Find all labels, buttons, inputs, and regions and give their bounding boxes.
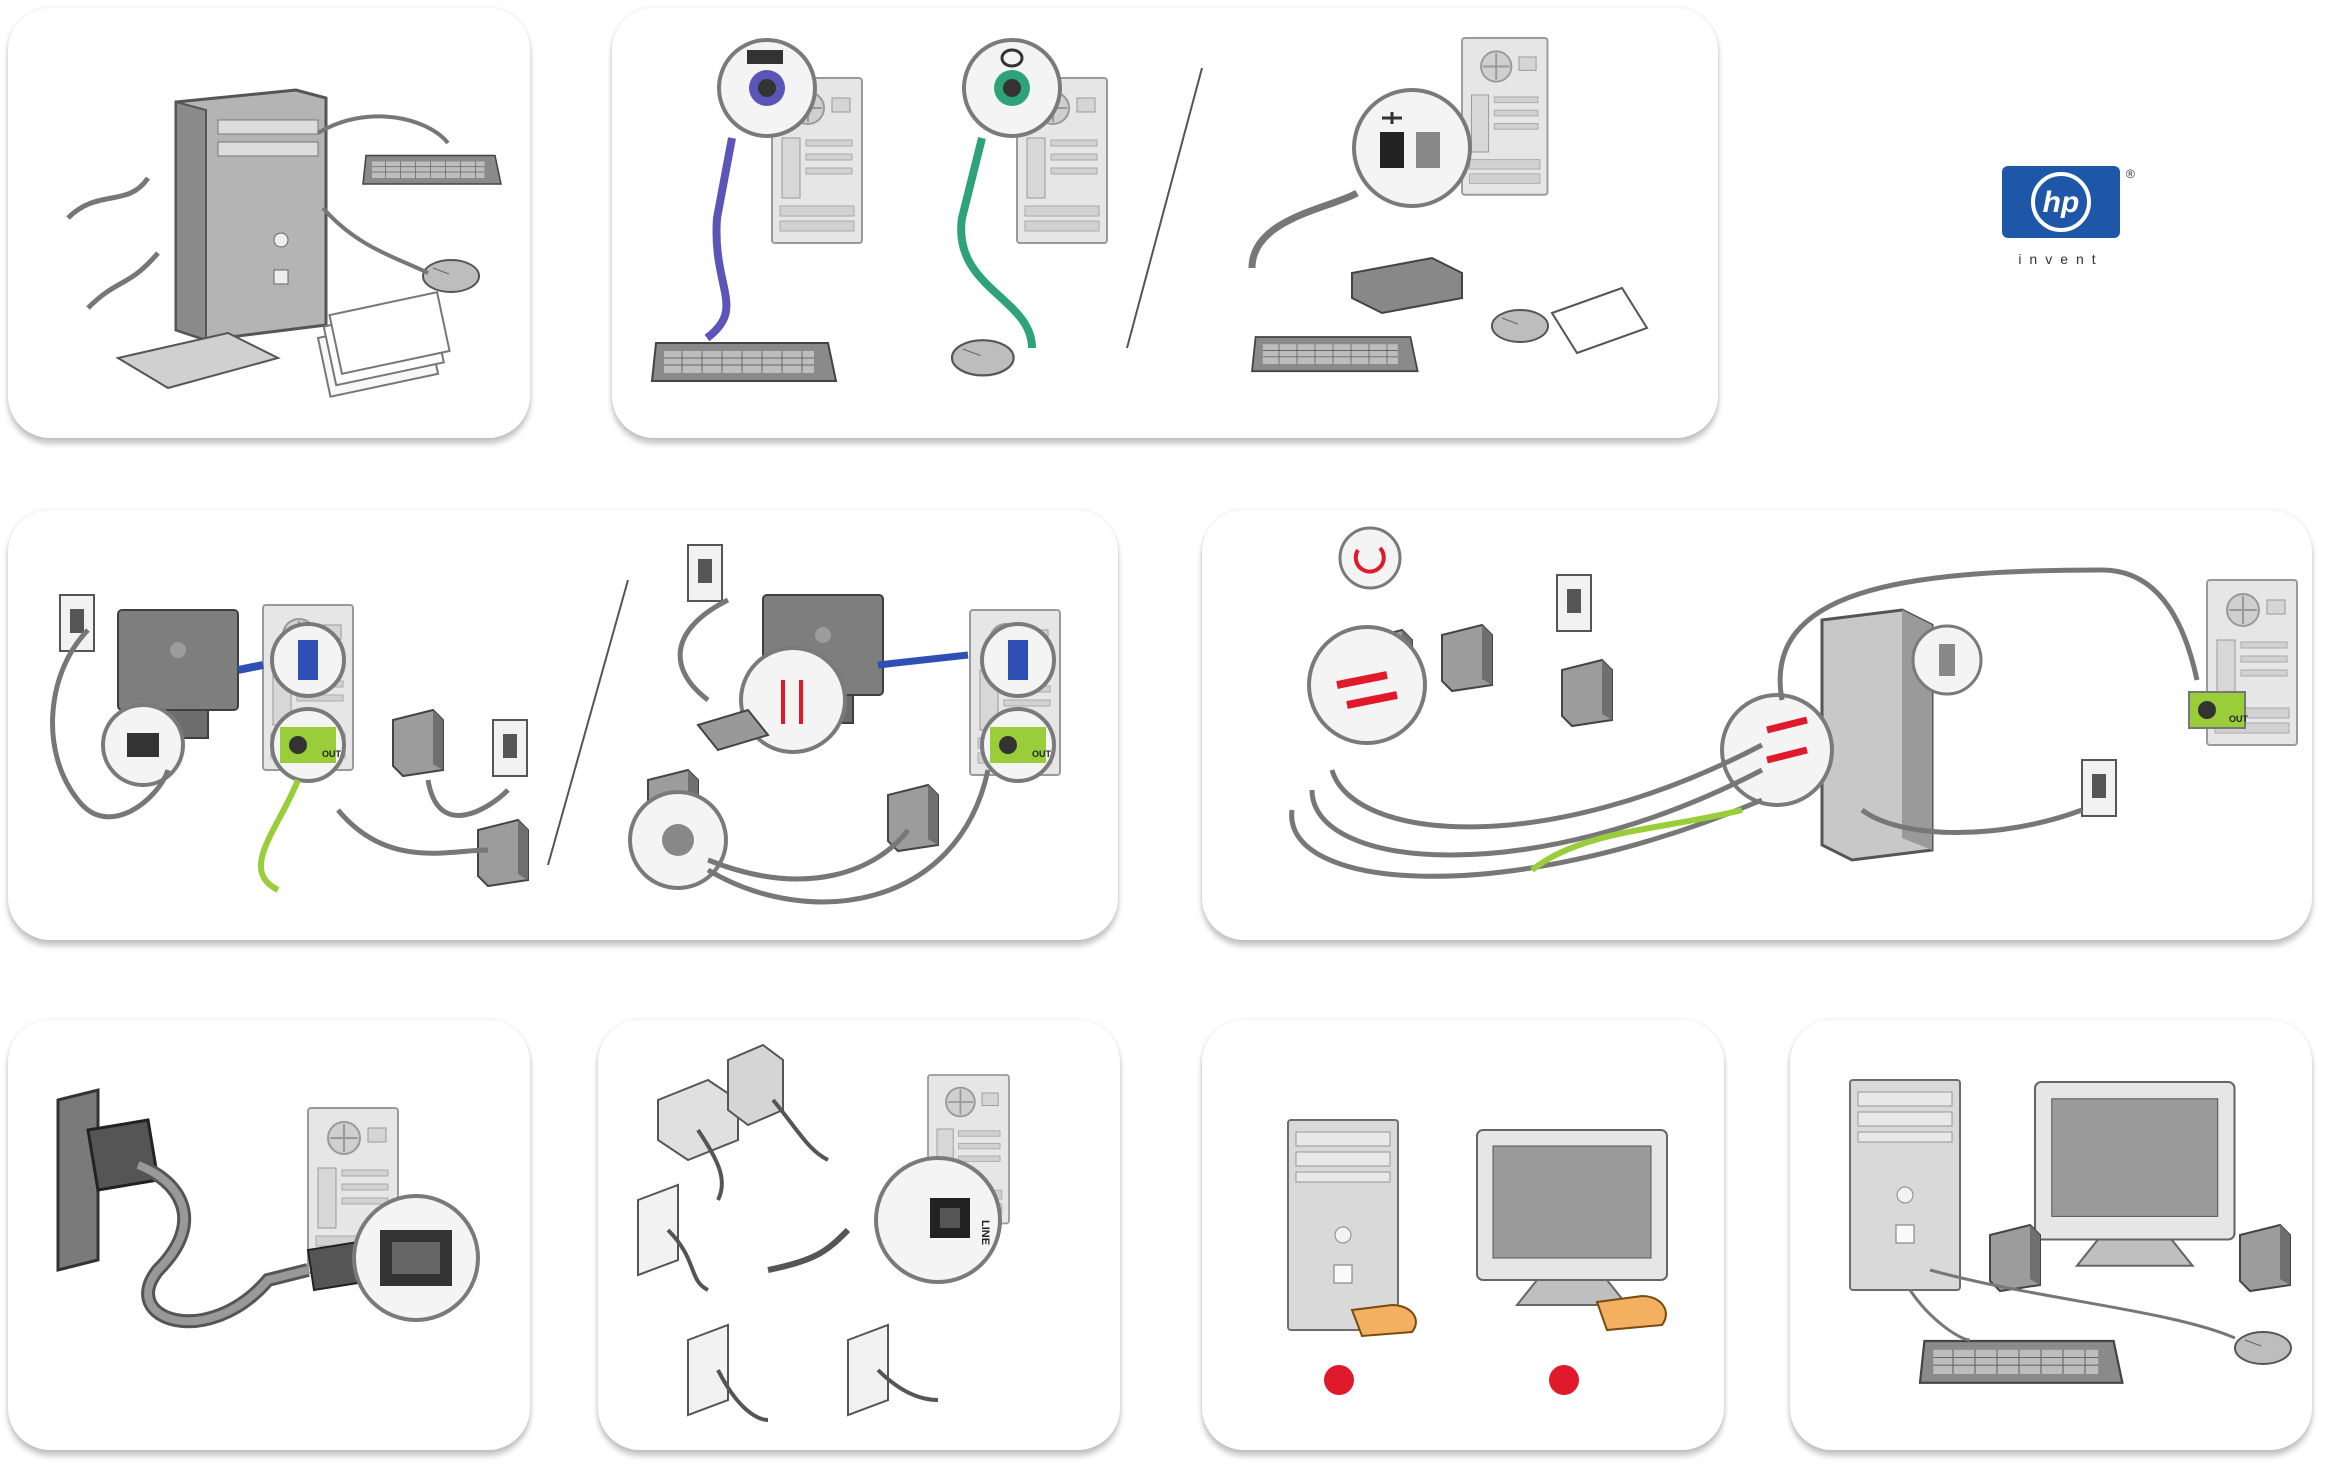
panel-divider — [1127, 68, 1202, 348]
panel-divider — [548, 580, 628, 865]
audio-system-illustration: OUT — [1202, 510, 2312, 940]
hp-registered-mark: ® — [2126, 167, 2135, 181]
audio-out-label: OUT — [322, 749, 342, 759]
hand-icon-2 — [1597, 1296, 1666, 1330]
power-socket-zoom — [354, 1196, 478, 1320]
vga-port-zoom — [272, 624, 344, 696]
usb-port-zoom — [1354, 90, 1470, 206]
panel-box-contents — [8, 8, 530, 438]
panel-keyboard-mouse — [612, 8, 1718, 438]
panel-power-cord — [8, 1020, 530, 1450]
panel-power-on — [1202, 1020, 1724, 1450]
volume-knob-zoom — [1340, 528, 1400, 588]
hand-icon — [1352, 1305, 1416, 1336]
power-indicator-monitor — [1549, 1365, 1579, 1395]
panel-audio-system: OUT — [1202, 510, 2312, 940]
monitor-power-zoom — [103, 705, 183, 785]
hp-logo-text: hp — [2043, 186, 2080, 219]
power-indicator-computer — [1324, 1365, 1354, 1395]
keyboard-port-zoom — [719, 40, 815, 136]
audio-out-zoom: OUT — [272, 709, 344, 781]
panel-complete-setup — [1790, 1020, 2312, 1450]
phone-line-illustration: LINE — [598, 1020, 1120, 1450]
speaker-input-zoom — [1309, 627, 1425, 743]
hp-tagline: invent — [2018, 251, 2103, 267]
phone-line-label: LINE — [979, 1220, 991, 1245]
monitor-speakers-illustration: OUT OUT — [8, 510, 1118, 940]
panel-monitor-speakers: OUT OUT — [8, 510, 1118, 940]
keyboard-mouse-illustration — [612, 8, 1718, 438]
power-cord-illustration — [8, 1020, 530, 1450]
complete-setup-illustration — [1790, 1020, 2312, 1450]
power-on-illustration — [1202, 1020, 1724, 1450]
subwoofer-side-zoom — [1913, 626, 1981, 694]
vga-port-zoom-2 — [982, 624, 1054, 696]
subwoofer-input-zoom — [1722, 695, 1832, 805]
keyboard-icon — [747, 50, 783, 64]
panel-phone-line: LINE — [598, 1020, 1120, 1450]
phone-jack-zoom: LINE — [876, 1158, 1000, 1282]
mouse-port-zoom — [964, 40, 1060, 136]
audio-out-label-3: OUT — [2229, 714, 2249, 724]
hp-logo: hp ® invent — [2002, 164, 2142, 274]
audio-out-zoom-2: OUT — [982, 709, 1054, 781]
audio-out-zoom-3: OUT — [2189, 692, 2249, 728]
audio-out-label-2: OUT — [1032, 749, 1052, 759]
box-contents-illustration — [8, 8, 530, 438]
